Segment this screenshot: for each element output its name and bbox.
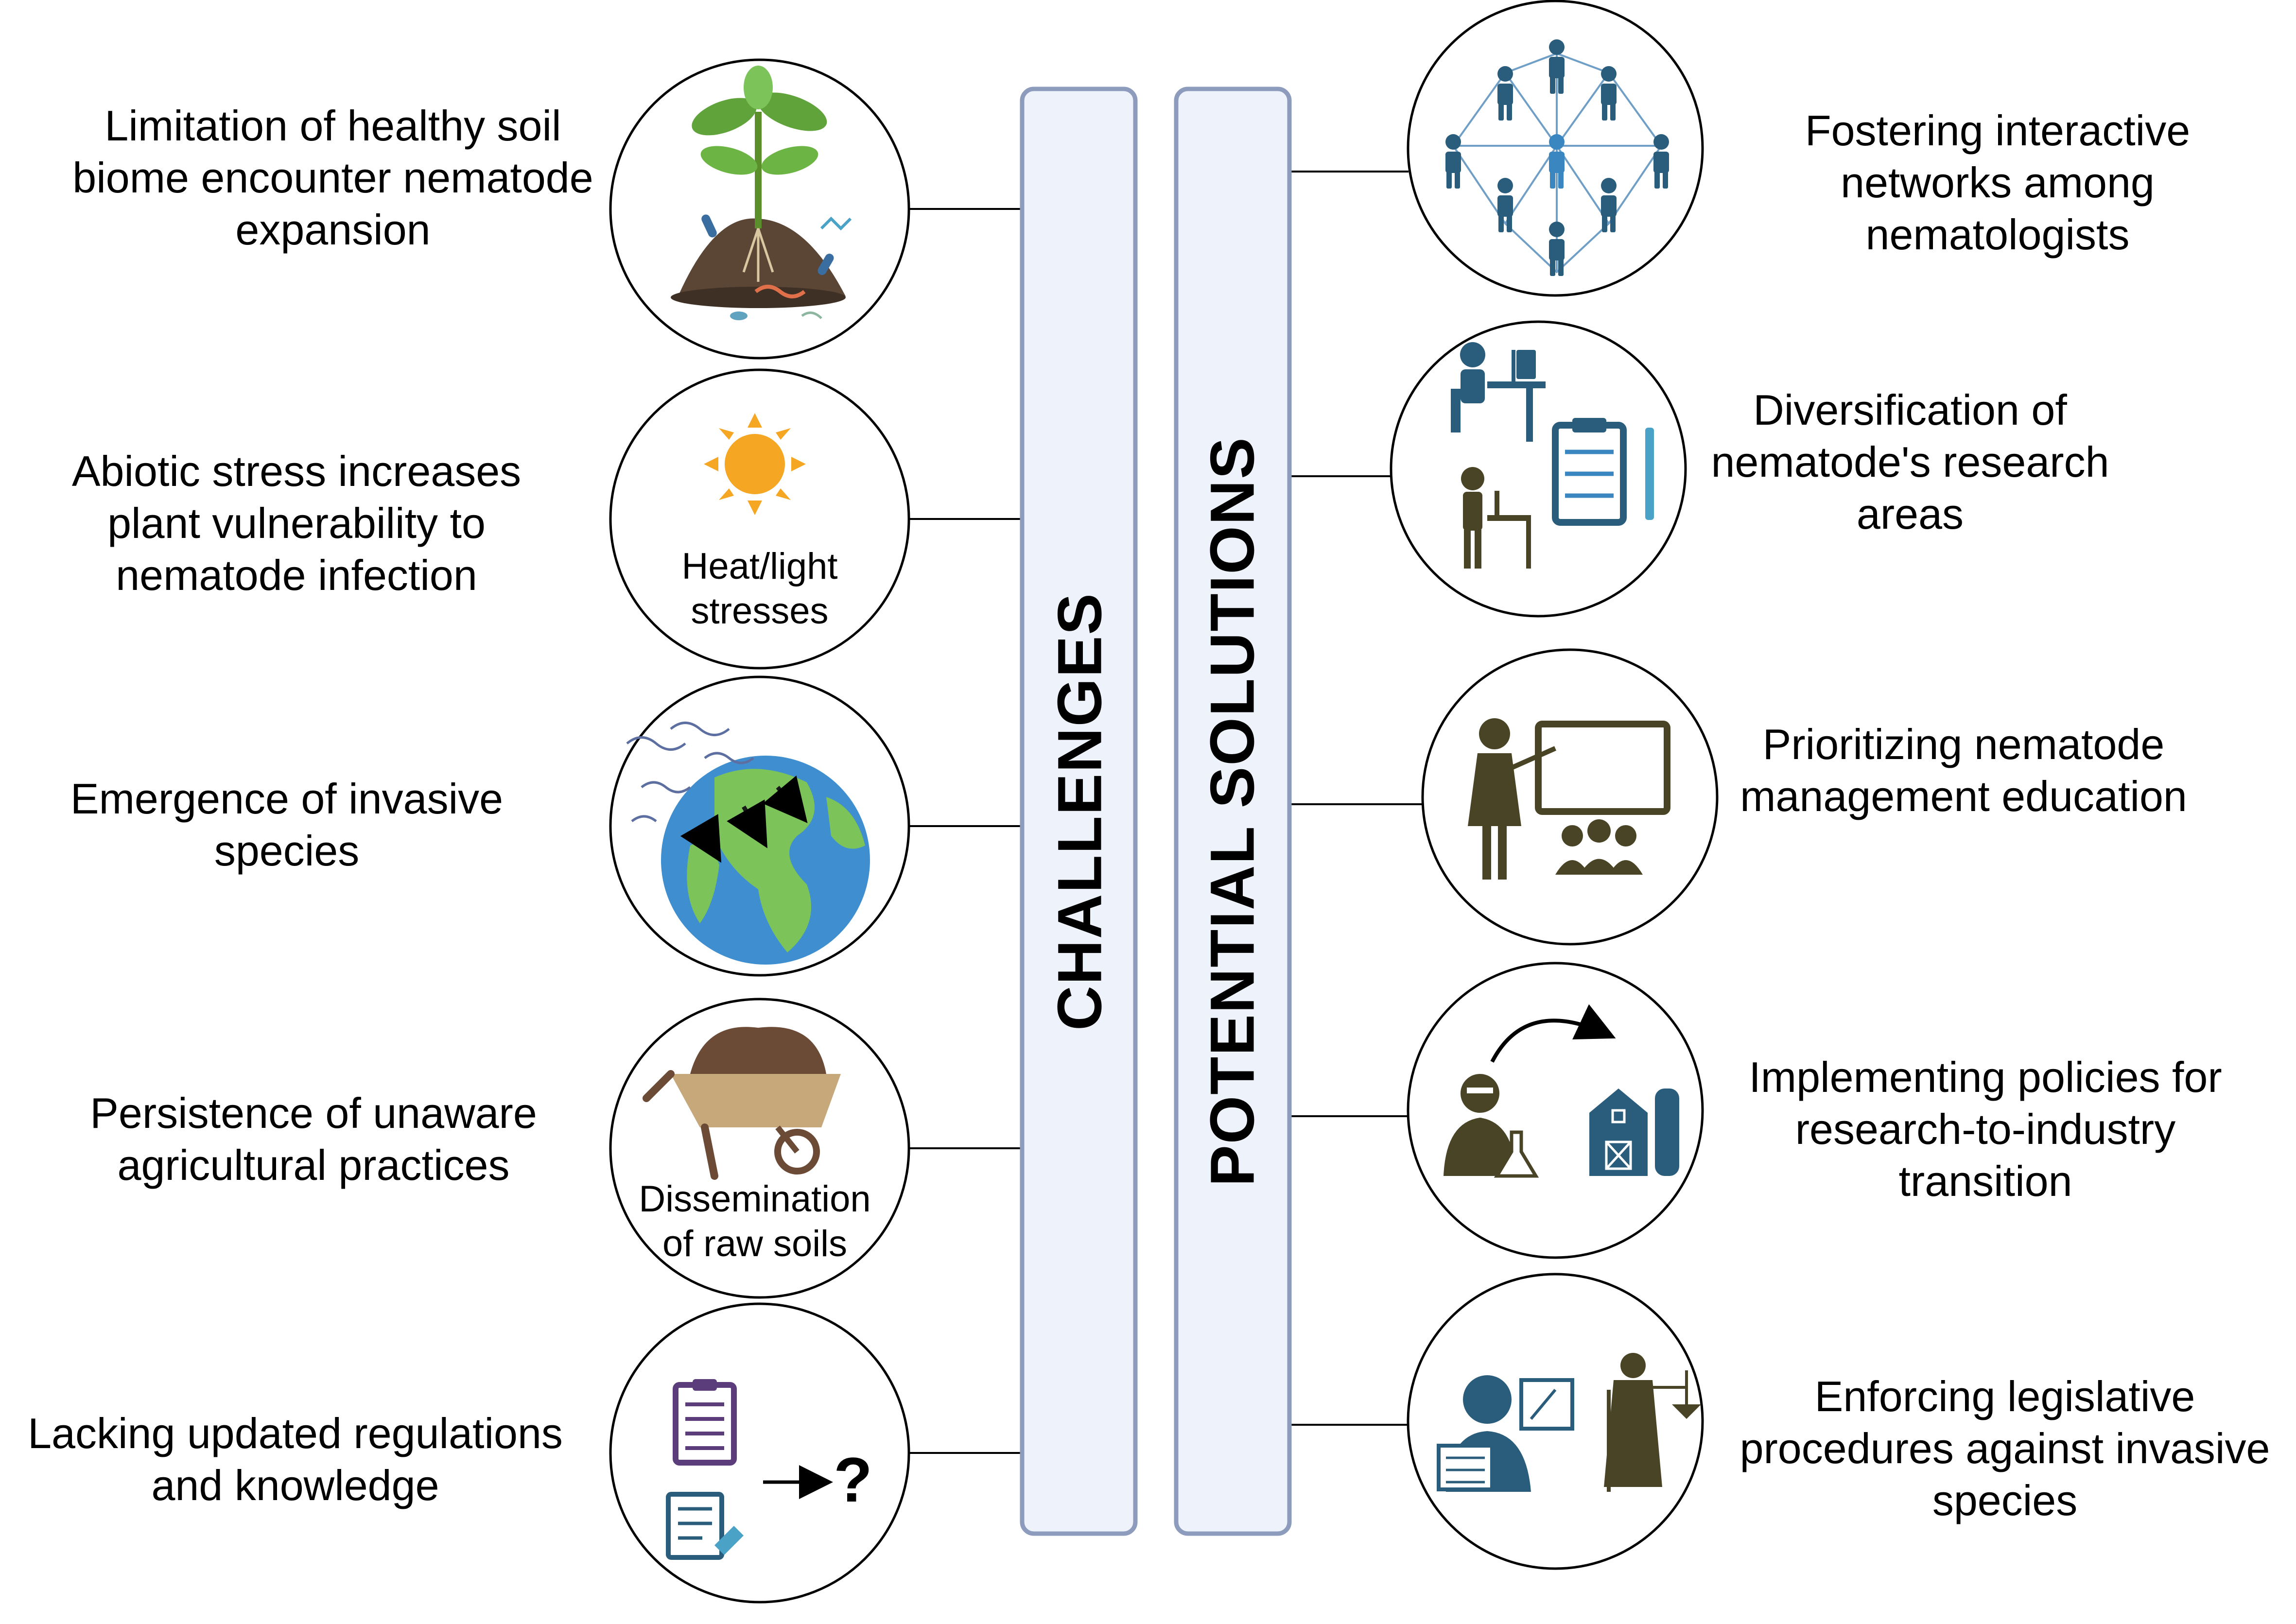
question-mark: ?	[834, 1444, 872, 1515]
solution-circle-1	[1407, 0, 1704, 297]
circle-caption-heat-line-2: stresses	[691, 590, 829, 632]
circle-caption-heat-line-1: Heat/light	[681, 546, 838, 587]
challenge-circle-4	[609, 998, 910, 1299]
solution-label-4-line-1: Implementing policies for	[1749, 1053, 2222, 1101]
solution-label-1-line-1: Fostering interactive	[1805, 106, 2191, 155]
challenge-label-1-line-2: biome encounter nematode	[72, 154, 593, 202]
challenge-label-5-line-1: Lacking updated regulations	[28, 1409, 563, 1457]
solution-label-5-line-2: procedures against invasive	[1739, 1424, 2270, 1472]
plant-soil-microbes-icon	[671, 66, 852, 320]
globe-invasion-icon	[626, 722, 870, 965]
challenge-label-2-line-2: plant vulnerability to	[107, 499, 486, 547]
solution-label-2-line-1: Diversification of	[1753, 386, 2067, 434]
solution-circle-3	[1421, 648, 1719, 946]
solution-label-3: Prioritizing nematode management educati…	[1721, 718, 2207, 822]
solution-label-1: Fostering interactive networks among nem…	[1730, 104, 2265, 260]
challenge-circle-2	[609, 368, 910, 670]
challenge-label-4-line-1: Persistence of unaware	[90, 1089, 537, 1137]
solution-circle-4	[1407, 962, 1704, 1259]
challenge-label-1: Limitation of healthy soil biome encount…	[34, 100, 632, 256]
solution-label-3-line-2: management education	[1740, 772, 2187, 820]
wheelbarrow-soil-icon	[643, 1027, 841, 1180]
challenges-title: CHALLENGES	[1045, 592, 1115, 1031]
solution-label-2-line-2: nematode's research	[1711, 438, 2109, 486]
challenge-circle-1	[609, 58, 910, 360]
solution-label-1-line-3: nematologists	[1865, 210, 2130, 259]
solution-label-5-line-3: species	[1932, 1476, 2078, 1524]
lab-to-farm-icon	[1444, 1004, 1679, 1178]
solution-label-4: Implementing policies for research-to-in…	[1721, 1051, 2250, 1207]
challenge-label-4-line-2: agricultural practices	[117, 1141, 510, 1189]
challenge-circle-5: ?	[609, 1302, 910, 1604]
solution-label-1-line-2: networks among	[1841, 158, 2155, 207]
research-areas-icon	[1451, 342, 1654, 569]
solution-label-2: Diversification of nematode's research a…	[1691, 384, 2129, 540]
challenge-label-3: Emergence of invasive species	[29, 773, 544, 877]
circle-caption-dissemination-line-1: Dissemination	[639, 1178, 871, 1220]
solutions-bar	[1174, 86, 1292, 1536]
clipboard-question-icon: ?	[666, 1379, 872, 1560]
sun-icon	[704, 413, 806, 515]
teacher-board-icon	[1468, 718, 1670, 880]
challenge-label-5-line-2: and knowledge	[151, 1461, 439, 1509]
challenge-label-4: Persistence of unaware agricultural prac…	[53, 1087, 574, 1191]
challenges-bar	[1020, 86, 1138, 1536]
circle-caption-dissemination: Dissemination of raw soils	[614, 1177, 896, 1266]
solution-label-4-line-3: transition	[1898, 1157, 2072, 1205]
connector-lines	[904, 171, 1423, 1454]
challenge-label-2-line-1: Abiotic stress increases	[71, 447, 522, 495]
solution-label-5: Enforcing legislative procedures against…	[1721, 1370, 2289, 1526]
circle-caption-dissemination-line-2: of raw soils	[662, 1223, 848, 1264]
people-network-icon	[1445, 39, 1669, 276]
solution-label-5-line-1: Enforcing legislative	[1814, 1372, 2195, 1420]
solution-circle-5	[1407, 1273, 1704, 1570]
challenge-circle-3	[609, 675, 910, 977]
solutions-title: POTENTIAL SOLUTIONS	[1198, 436, 1268, 1186]
solution-circle-2	[1390, 320, 1687, 618]
challenge-label-3-line-2: species	[214, 827, 360, 875]
challenge-label-5: Lacking updated regulations and knowledg…	[0, 1407, 591, 1511]
solution-label-4-line-2: research-to-industry	[1795, 1105, 2176, 1153]
challenge-label-1-line-1: Limitation of healthy soil	[104, 102, 561, 150]
solution-label-3-line-1: Prioritizing nematode	[1762, 720, 2165, 768]
challenge-label-3-line-1: Emergence of invasive	[70, 775, 504, 823]
challenge-label-2-line-3: nematode infection	[116, 551, 477, 599]
challenge-label-1-line-3: expansion	[235, 206, 431, 254]
challenge-label-2: Abiotic stress increases plant vulnerabi…	[24, 445, 569, 601]
solution-label-2-line-3: areas	[1856, 490, 1964, 538]
circle-caption-heat: Heat/light stresses	[638, 544, 881, 634]
law-justice-icon	[1437, 1353, 1701, 1492]
